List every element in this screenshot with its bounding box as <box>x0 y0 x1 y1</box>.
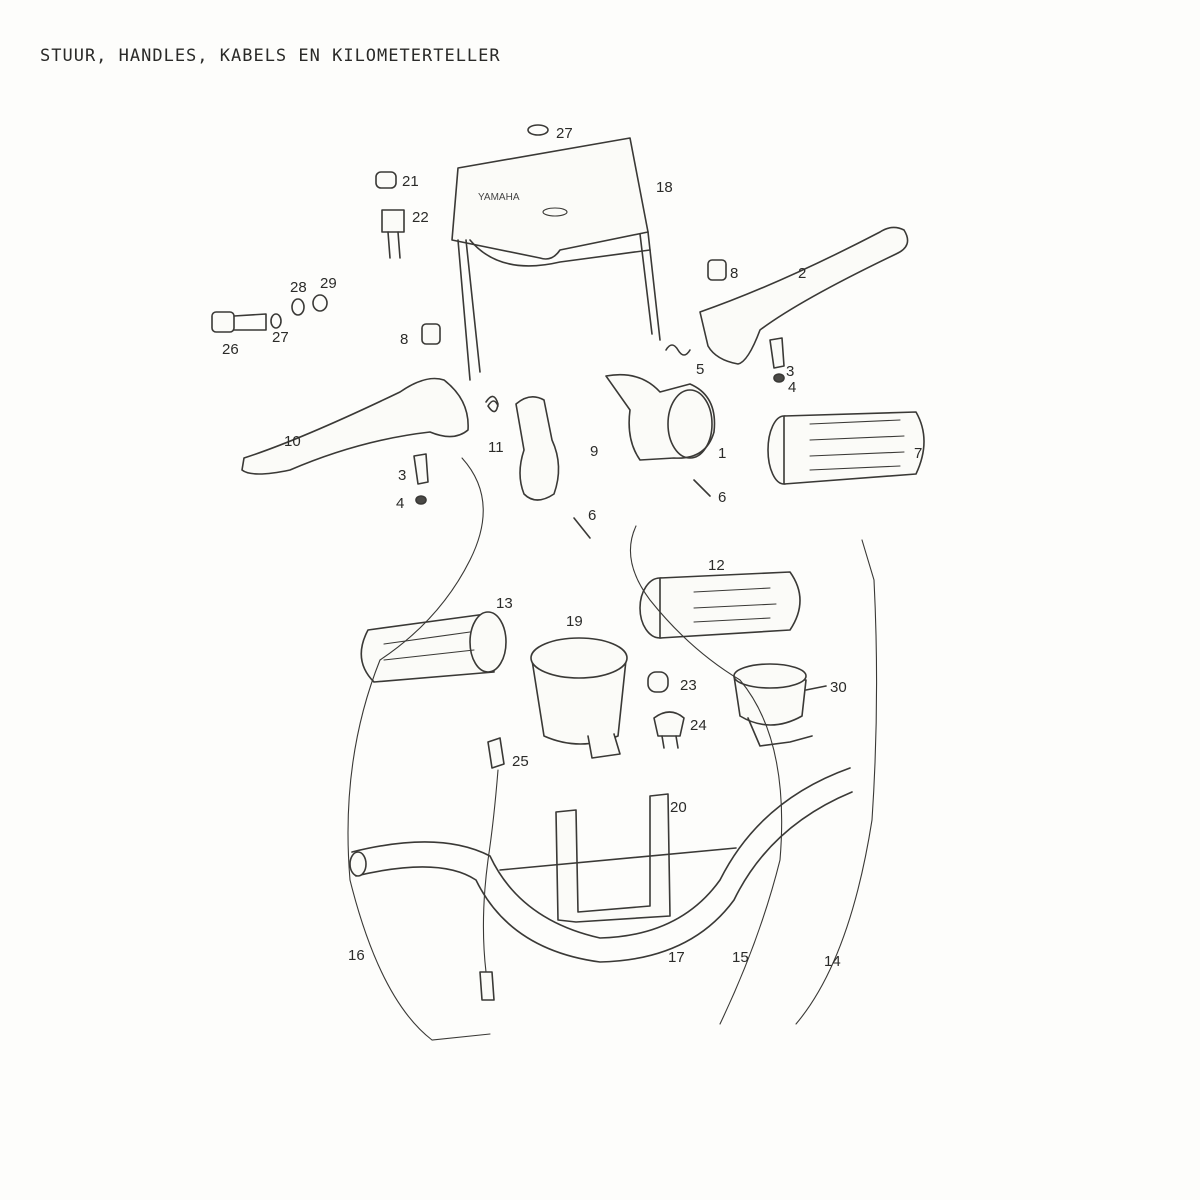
part-label-11: 11 <box>488 439 504 456</box>
wire-switch-part-25 <box>479 737 505 1001</box>
part-label-7: 7 <box>914 445 922 462</box>
plug-part-8-left <box>421 323 441 345</box>
spring-part-5 <box>665 344 691 356</box>
part-label-15: 15 <box>732 949 749 966</box>
part-label-27: 27 <box>272 329 289 346</box>
part-labels: 27 18 21 22 8 2 28 29 26 27 8 5 3 4 10 1… <box>222 125 922 970</box>
part-label-3-left: 3 <box>398 467 406 484</box>
part-label-10: 10 <box>284 433 301 450</box>
part-label-1: 1 <box>718 445 726 462</box>
indicator-lamp-part-21-22 <box>375 171 405 259</box>
bolt-part-3-right <box>769 337 785 369</box>
nut-part-4-right <box>773 373 785 383</box>
horn-part-30 <box>733 663 827 747</box>
right-lever-part-2 <box>699 226 909 365</box>
part-label-12: 12 <box>708 557 725 574</box>
grip-part-13 <box>360 611 507 683</box>
part-label-14: 14 <box>824 953 841 970</box>
page-title: STUUR, HANDLES, KABELS EN KILOMETERTELLE… <box>40 46 501 66</box>
part-label-21: 21 <box>402 173 419 190</box>
dashboard-plate-text: YAMAHA <box>478 192 520 203</box>
nut-part-4-left <box>415 495 427 505</box>
bulb-part-23 <box>647 671 669 693</box>
screw-part-6-left <box>573 517 591 539</box>
dashboard-plate-part-18: YAMAHA <box>451 137 661 381</box>
throttle-housing-part-1 <box>605 373 716 461</box>
part-label-5: 5 <box>696 361 704 378</box>
part-label-30: 30 <box>830 679 847 696</box>
throttle-grip-part-7 <box>767 411 925 485</box>
part-label-8-left: 8 <box>400 331 408 348</box>
speedometer-part-19 <box>530 637 628 759</box>
spring-part-11 <box>485 395 499 413</box>
part-label-23: 23 <box>680 677 697 694</box>
left-lever-part-10 <box>241 377 469 475</box>
part-label-28: 28 <box>290 279 307 296</box>
bulb-socket-part-24 <box>653 711 685 749</box>
part-label-4-right: 4 <box>788 379 796 396</box>
part-label-9: 9 <box>590 443 598 460</box>
part-label-17: 17 <box>668 949 685 966</box>
part-label-16: 16 <box>348 947 365 964</box>
cable-part-16 <box>347 457 491 1041</box>
grommet-part-31 <box>527 124 549 136</box>
part-label-4-left: 4 <box>396 495 404 512</box>
part-label-2: 2 <box>798 265 806 282</box>
part-label-20: 20 <box>670 799 687 816</box>
part-label-29: 29 <box>320 275 337 292</box>
cable-part-15 <box>629 525 783 1025</box>
cable-part-14 <box>795 539 878 1025</box>
part-label-25: 25 <box>512 753 529 770</box>
part-label-19: 19 <box>566 613 583 630</box>
part-label-18: 18 <box>656 179 673 196</box>
part-label-6-left: 6 <box>588 507 596 524</box>
lever-clamp-part-9 <box>515 396 560 501</box>
bracket-part-20 <box>555 793 671 923</box>
handlebar-part-17 <box>349 767 853 963</box>
screw-part-6-right <box>693 479 711 497</box>
part-label-24: 24 <box>690 717 707 734</box>
part-label-13: 13 <box>496 595 513 612</box>
part-label-8-right: 8 <box>730 265 738 282</box>
bolt-washer-set-part-26-29 <box>211 294 328 333</box>
plug-part-8-right <box>707 259 727 281</box>
part-label-6-right: 6 <box>718 489 726 506</box>
part-label-26: 26 <box>222 341 239 358</box>
bolt-part-3-left <box>413 453 429 485</box>
part-label-31: 27 <box>556 125 573 142</box>
part-label-22: 22 <box>412 209 429 226</box>
part-label-3-right: 3 <box>786 363 794 380</box>
grip-part-12 <box>639 571 801 639</box>
